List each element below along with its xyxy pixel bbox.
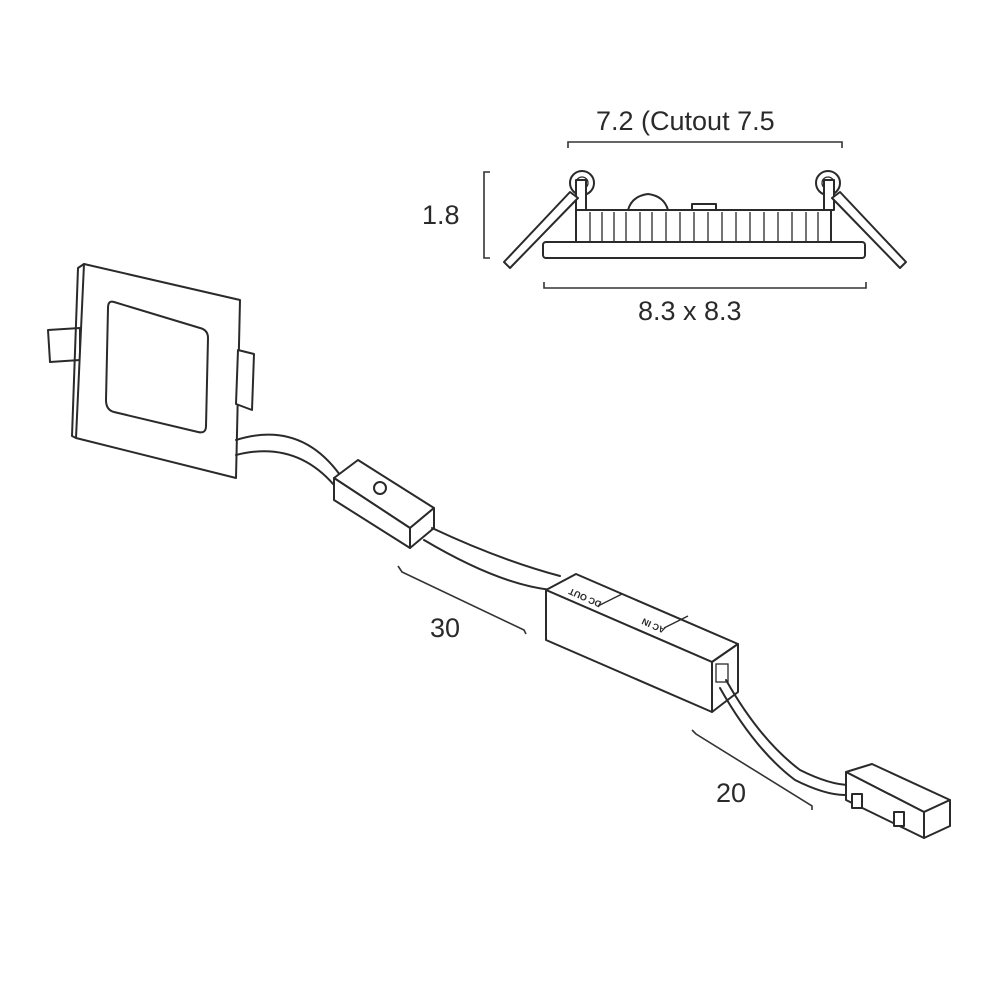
side-view xyxy=(483,141,907,289)
terminal-block xyxy=(845,763,951,839)
spring-clip-right xyxy=(831,191,907,269)
led-driver: DC OUT AC IN xyxy=(545,573,851,796)
outer-dimension-line xyxy=(543,282,867,289)
cable-dimension-20 xyxy=(691,729,813,810)
cutout-dimension-label: 7.2 (Cutout 7.5 xyxy=(596,106,775,136)
spring-right xyxy=(235,349,255,411)
cable-dimension-30 xyxy=(397,565,527,635)
height-dimension-label: 1.8 xyxy=(422,200,460,230)
driver-bump xyxy=(627,193,669,211)
spring-clip-left xyxy=(503,191,579,269)
outer-dimension-label: 8.3 x 8.3 xyxy=(638,296,742,326)
cable-length-20-label: 20 xyxy=(716,778,746,808)
cct-switch-knob[interactable] xyxy=(373,481,387,495)
cable-length-30-label: 30 xyxy=(430,613,460,643)
cutout-dimension-line xyxy=(567,141,843,148)
downlight-front xyxy=(47,263,341,486)
trim-plate xyxy=(542,241,866,259)
heatsink-body xyxy=(575,209,832,243)
height-dimension-line xyxy=(483,171,490,259)
cct-switch-box xyxy=(333,459,561,591)
lens xyxy=(105,300,209,434)
connector-tab xyxy=(691,203,717,211)
